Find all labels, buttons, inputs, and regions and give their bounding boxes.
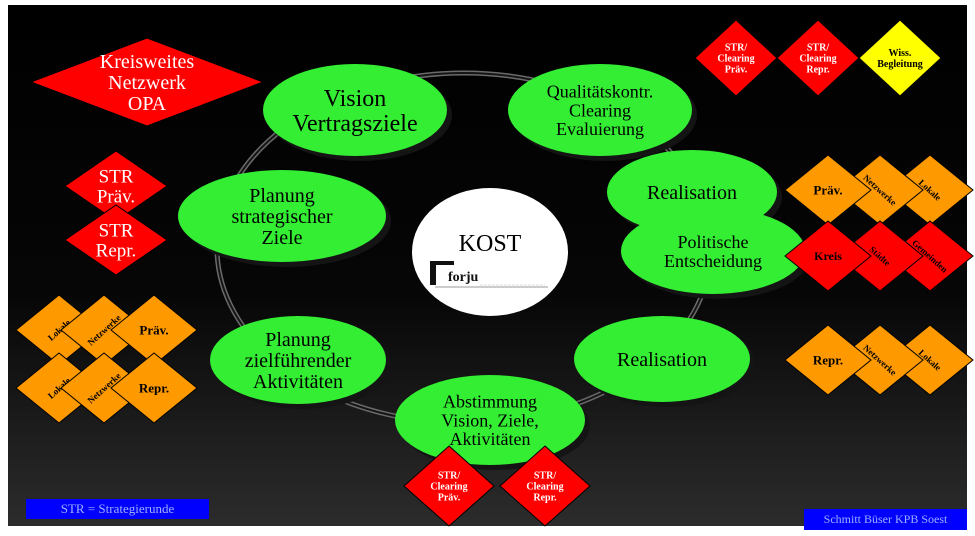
step-vision-shape xyxy=(263,64,447,156)
str-clearing-repr-bottom-diamond-shape xyxy=(499,445,591,527)
left-group-repr-2-shape xyxy=(110,352,198,424)
svg-text:forju: forju xyxy=(448,270,479,285)
str-clearing-repr-top-diamond-shape xyxy=(776,19,860,97)
step-abstimmung-shape xyxy=(395,375,585,465)
step-qualitaet-shape xyxy=(508,64,692,156)
step-planung-aktivitaeten-shape xyxy=(210,316,386,404)
kost-center: KOST forju xyxy=(412,188,568,316)
right-group-kreis-0-shape xyxy=(784,220,872,292)
step-realisation-2-shape xyxy=(574,316,750,402)
step-realisation-1-text: Realisation xyxy=(647,182,737,204)
left-group-repr-2-text: Repr. xyxy=(139,381,169,396)
right-group-kreis-0: Kreis xyxy=(784,220,872,292)
right-group-kreis-0-text: Kreis xyxy=(814,249,842,263)
right-group-repr-1: Netzwerke xyxy=(836,324,924,396)
step-politische-entscheidung-shape xyxy=(621,208,805,294)
right-group-repr-0: Repr. xyxy=(784,324,872,396)
right-group-kreis-2: Gemeinden xyxy=(886,220,974,292)
kost-center-circle xyxy=(412,188,568,316)
left-group-repr-1: Netzwerke xyxy=(60,352,148,424)
step-realisation-2-text: Realisation xyxy=(617,349,707,371)
legend-str: STR = Strategierunde xyxy=(26,499,209,519)
right-group-praev-0-text: Präv. xyxy=(813,183,842,198)
step-realisation-2: Realisation xyxy=(574,316,755,407)
netzwerk-opa-diamond-shape xyxy=(29,37,265,127)
kost-title: KOST xyxy=(459,231,522,257)
str-repr-diamond-shape xyxy=(64,204,168,276)
str-clearing-praev-bottom-diamond-shape xyxy=(403,445,495,527)
wiss-begleitung-diamond-shape xyxy=(858,19,942,97)
credit-label: Schmitt Büser KPB Soest xyxy=(804,509,967,530)
right-group-repr-0-text: Repr. xyxy=(813,353,843,368)
right-group-repr-0-shape xyxy=(784,324,872,396)
wiss-begleitung-diamond-text: Wiss.Begleitung xyxy=(877,48,923,70)
left-group-repr-0: Lokale xyxy=(15,352,103,424)
left-group-repr-2: Repr. xyxy=(110,352,198,424)
forju-logo: forju xyxy=(430,261,548,288)
left-group-praev-2-text: Präv. xyxy=(139,323,168,338)
wiss-begleitung-diamond: Wiss.Begleitung xyxy=(858,19,942,97)
step-planung-ziele-shape xyxy=(178,170,386,262)
str-clearing-praev-top-diamond-shape xyxy=(694,19,778,97)
